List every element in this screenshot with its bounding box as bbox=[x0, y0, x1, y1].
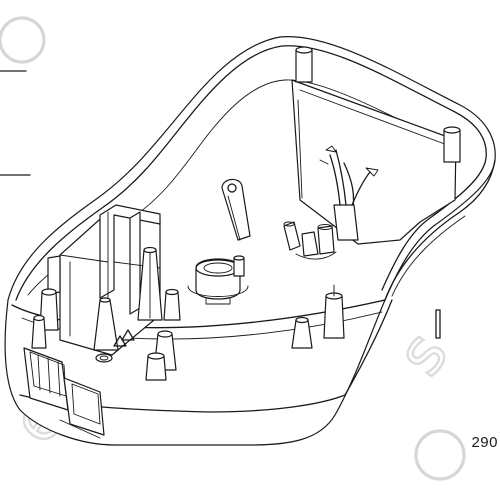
front-vent-grille bbox=[23, 347, 105, 439]
hinge-tab bbox=[221, 178, 251, 241]
post-small-ring bbox=[95, 353, 113, 363]
triangular-ribs bbox=[113, 329, 135, 347]
post-front-center bbox=[93, 297, 119, 351]
clip-cluster bbox=[283, 221, 337, 260]
left-frame-bracket bbox=[47, 204, 161, 356]
post-mid-1 bbox=[163, 288, 181, 321]
post-center-cone bbox=[137, 246, 163, 321]
post-right-mid bbox=[323, 284, 345, 339]
reference-number: 290 bbox=[471, 434, 498, 451]
svg-text:s: s bbox=[383, 319, 463, 389]
back-right-post bbox=[443, 126, 461, 163]
central-collar bbox=[187, 258, 249, 305]
post-left-2 bbox=[31, 314, 47, 349]
post-right-front bbox=[291, 316, 313, 349]
collar-right-peg bbox=[233, 255, 245, 277]
back-left-post bbox=[295, 46, 313, 83]
post-front-short bbox=[145, 352, 167, 381]
wire-harness bbox=[319, 145, 379, 241]
